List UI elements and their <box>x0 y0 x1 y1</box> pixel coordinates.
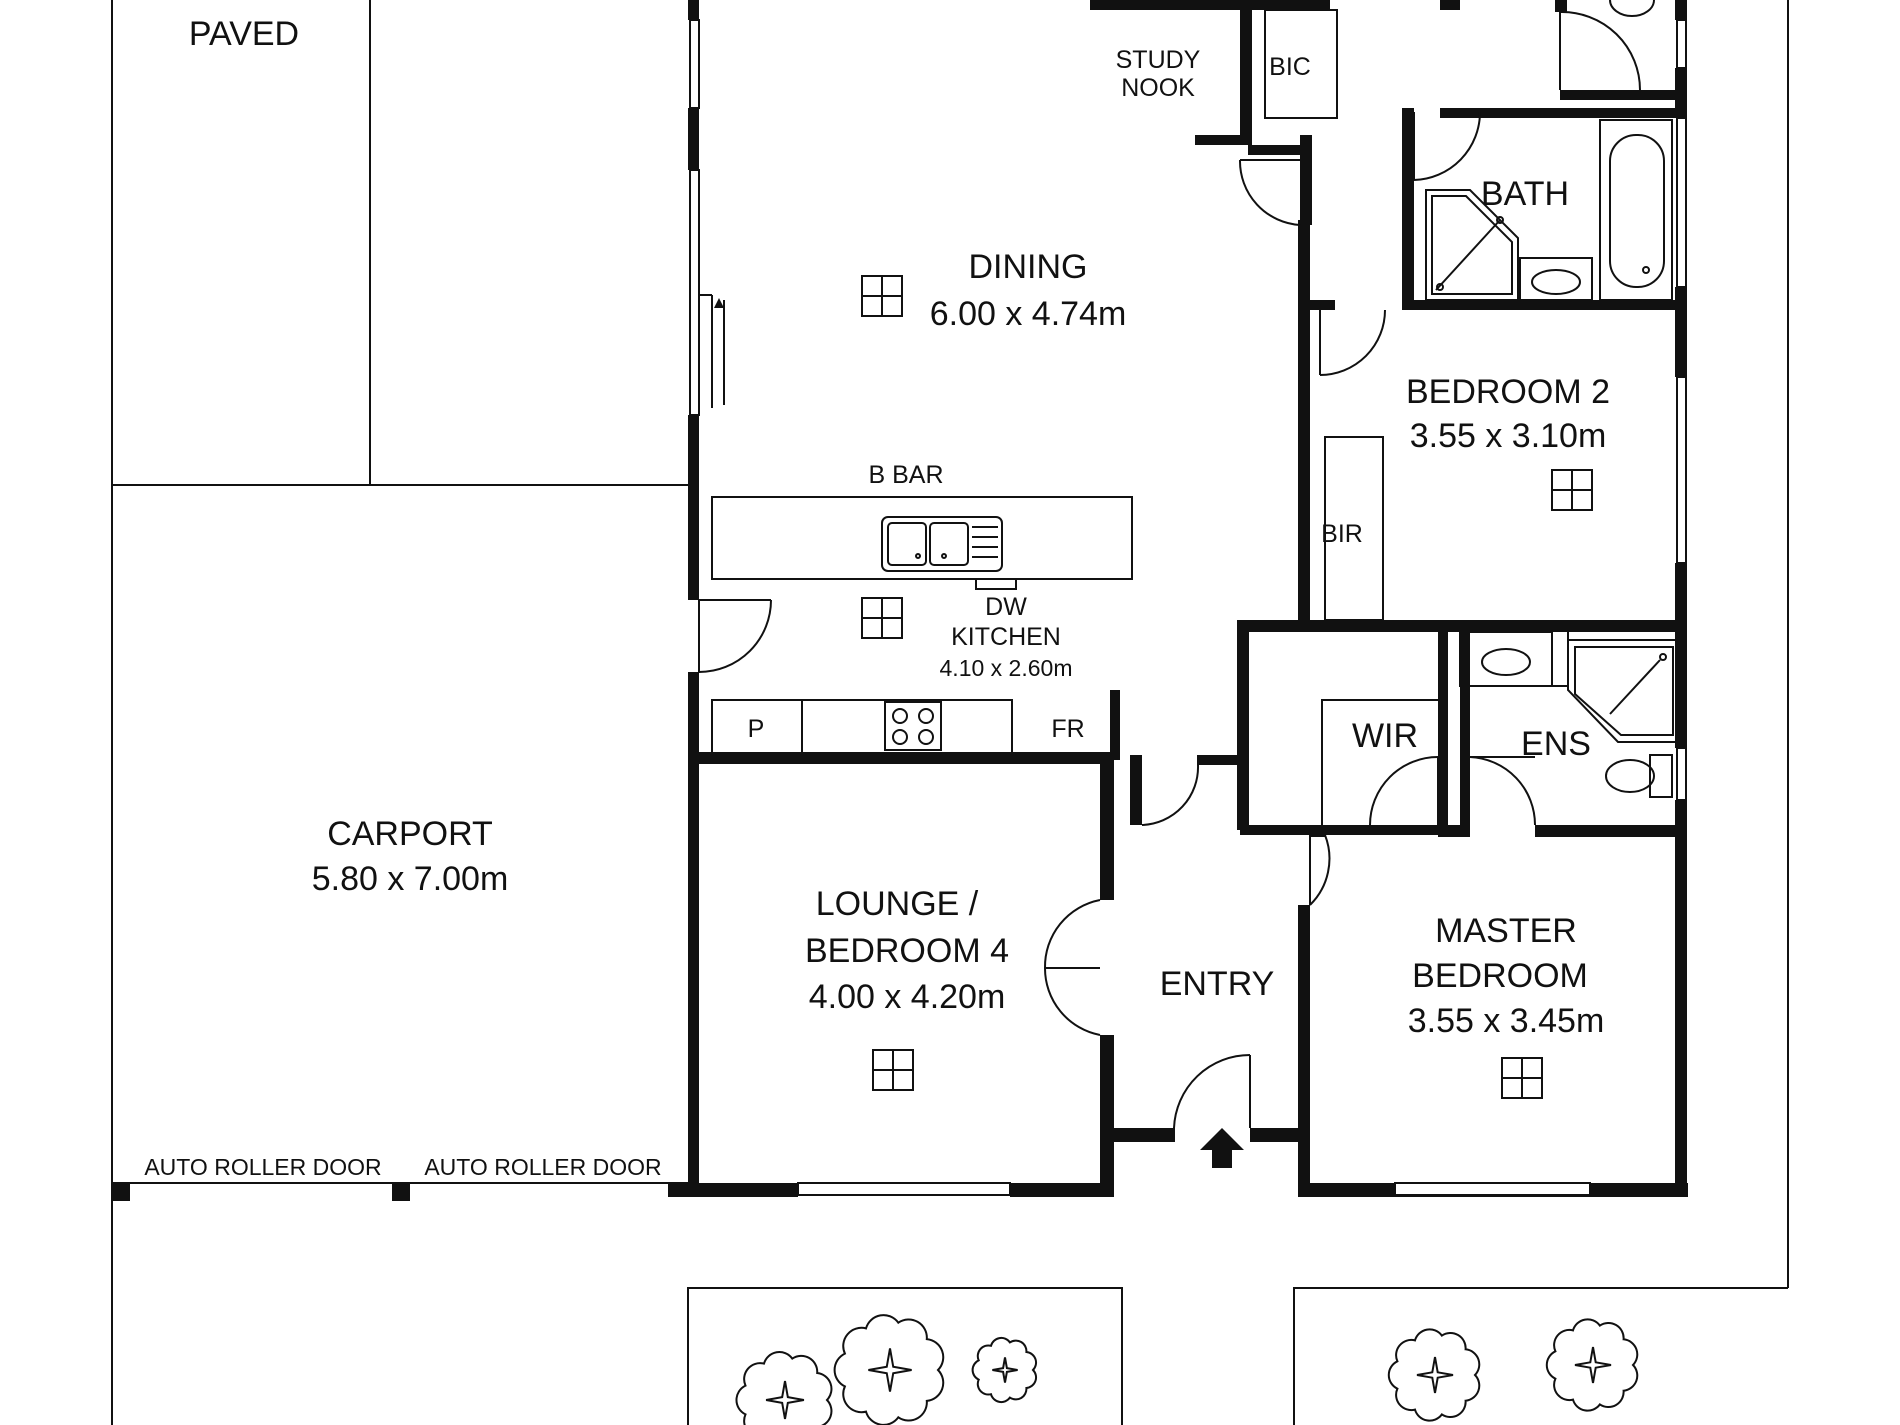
label-master: MASTER <box>1435 912 1577 950</box>
label-bedroom2: BEDROOM 2 <box>1406 373 1610 411</box>
label-wir: WIR <box>1352 717 1418 755</box>
roller-door-post <box>392 1183 410 1201</box>
label-pantry: P <box>748 715 765 743</box>
door-swings <box>698 10 1641 1142</box>
label-bic: BIC <box>1269 53 1311 81</box>
label-bir: BIR <box>1321 520 1363 548</box>
ensuite-shower-icon <box>1567 639 1681 743</box>
tree-icon <box>1387 1328 1481 1422</box>
grid-window-icon <box>861 597 903 639</box>
roller-door-post <box>112 1183 130 1201</box>
label-dining-size: 6.00 x 4.74m <box>930 295 1127 333</box>
grid-window-icon <box>872 1049 914 1091</box>
windows <box>689 19 1687 1196</box>
label-ens: ENS <box>1521 725 1591 763</box>
label-bath: BATH <box>1481 175 1569 213</box>
tree-icon <box>735 1351 833 1425</box>
cooktop-icon <box>884 701 942 751</box>
label-entry: ENTRY <box>1160 965 1275 1003</box>
label-paved: PAVED <box>189 15 299 53</box>
label-kitchen: KITCHEN <box>951 623 1061 651</box>
shower-icon <box>1425 189 1519 301</box>
label-master-bedroom: BEDROOM <box>1412 957 1588 995</box>
tree-icon <box>833 1314 945 1425</box>
label-kitchen-size: 4.10 x 2.60m <box>940 655 1073 681</box>
label-carport: CARPORT <box>327 815 493 853</box>
grid-window-icon <box>1551 469 1593 511</box>
double-sink-icon <box>881 516 1003 572</box>
label-dining: DINING <box>969 248 1088 286</box>
label-bedroom4: BEDROOM 4 <box>805 932 1009 970</box>
grid-window-icon <box>861 275 903 317</box>
label-carport-size: 5.80 x 7.00m <box>312 860 509 898</box>
label-b-bar: B BAR <box>868 461 943 489</box>
fixtures <box>711 0 1681 825</box>
label-study: STUDY <box>1116 46 1201 74</box>
label-bedroom2-size: 3.55 x 3.10m <box>1410 417 1607 455</box>
tree-icon <box>1545 1318 1639 1412</box>
tree-icon <box>971 1336 1038 1404</box>
slide-arrow-icon <box>714 298 724 308</box>
label-nook: NOOK <box>1121 74 1195 102</box>
up-arrow-icon <box>1200 1128 1244 1168</box>
ensuite-toilet-icon <box>1605 754 1673 798</box>
site-lines <box>111 0 1789 1425</box>
label-roller-door-1: AUTO ROLLER DOOR <box>144 1154 381 1180</box>
bathtub-icon <box>1599 119 1673 301</box>
ensuite-basin-icon <box>1459 631 1553 687</box>
toilet-icon <box>1609 0 1655 17</box>
label-lounge-size: 4.00 x 4.20m <box>809 978 1006 1016</box>
label-roller-door-2: AUTO ROLLER DOOR <box>424 1154 661 1180</box>
label-dw: DW <box>985 593 1027 621</box>
label-lounge: LOUNGE / <box>816 885 979 923</box>
basin-icon <box>1519 257 1593 301</box>
window-markers <box>861 275 1593 1099</box>
label-master-size: 3.55 x 3.45m <box>1408 1002 1605 1040</box>
grid-window-icon <box>1501 1057 1543 1099</box>
trees <box>735 1314 1639 1425</box>
label-fridge: FR <box>1051 715 1084 743</box>
room-labels: PAVED STUDY NOOK BIC BATH DINING 6.00 x … <box>144 15 1610 1180</box>
